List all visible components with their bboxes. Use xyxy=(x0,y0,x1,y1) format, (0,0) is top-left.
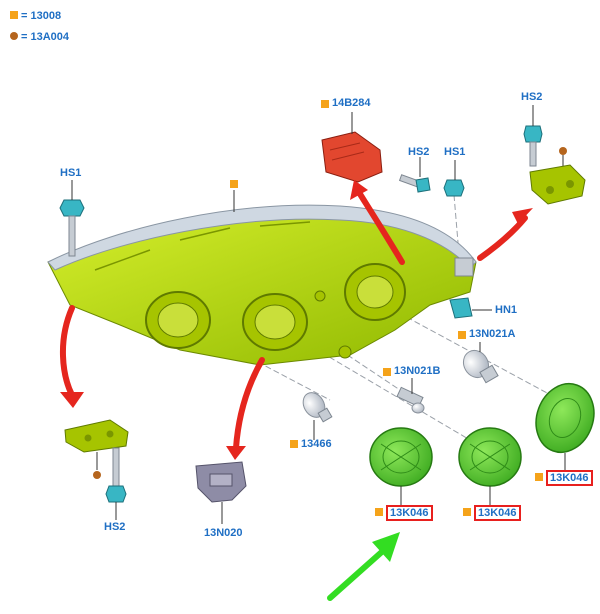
legend-13008: = 13008 xyxy=(10,10,61,22)
screw-hs1-left xyxy=(59,199,85,257)
label-13n021b: 13N021B xyxy=(394,365,441,377)
legend-square-marker xyxy=(10,11,18,19)
label-13k046-bottom-left: 13K046 xyxy=(386,505,433,521)
legend-13008-text: = 13008 xyxy=(21,10,62,22)
label-13n020: 13N020 xyxy=(204,527,243,539)
label-14b284: 14B284 xyxy=(332,97,371,109)
marker-13k046-right xyxy=(535,473,543,481)
label-13466: 13466 xyxy=(301,438,332,450)
label-hs2-top-right: HS2 xyxy=(521,91,543,103)
bulb-13466 xyxy=(302,392,333,423)
legend-13a004: = 13A004 xyxy=(10,31,69,43)
red-arrow-heads xyxy=(60,180,533,460)
bracket-left-marker-circle xyxy=(93,471,101,479)
bracket-marker-circle xyxy=(559,147,567,155)
motor-marker-square xyxy=(321,100,329,108)
marker-13k046-bottom-mid xyxy=(463,508,471,516)
label-hs2-bottom-left: HS2 xyxy=(104,521,126,533)
bulb-13466-marker xyxy=(290,440,298,448)
screw-hs2-top-right xyxy=(523,125,543,167)
bulb-13n021a-marker xyxy=(458,331,466,339)
label-13k046-right: 13K046 xyxy=(546,470,593,486)
label-13n021a: 13N021A xyxy=(469,328,516,340)
label-hs1-mid: HS1 xyxy=(444,146,466,158)
bulb-13n021b-marker xyxy=(383,368,391,376)
screw-hs2-top-mid xyxy=(398,174,431,193)
bulb-13n021a xyxy=(462,349,499,384)
label-13k046-bottom-left-wrap: 13K046 xyxy=(375,505,433,521)
marker-13k046-bottom-left xyxy=(375,508,383,516)
headlamp-housing xyxy=(47,204,477,366)
cap-13k046-bottom-mid xyxy=(458,427,522,487)
leveling-motor xyxy=(321,131,383,183)
bulb-13n021b xyxy=(396,386,425,414)
bracket-top-right xyxy=(529,164,586,205)
label-13k046-right-wrap: 13K046 xyxy=(535,470,593,486)
nut-hn1 xyxy=(449,257,474,319)
label-hn1: HN1 xyxy=(495,304,518,316)
legend-13a004-text: = 13A004 xyxy=(21,31,70,43)
label-hs1-left: HS1 xyxy=(60,167,82,179)
label-13k046-bottom-mid: 13K046 xyxy=(474,505,521,521)
bracket-bottom-left xyxy=(64,419,129,453)
legend-circle-marker xyxy=(10,32,18,40)
label-hs2-top-mid: HS2 xyxy=(408,146,430,158)
green-arrow xyxy=(327,532,400,601)
label-13k046-bottom-mid-wrap: 13K046 xyxy=(463,505,521,521)
housing-marker-square xyxy=(230,180,238,188)
cap-13k046-bottom-left xyxy=(369,427,433,487)
red-arrows xyxy=(60,191,528,451)
socket-13n020 xyxy=(195,461,247,503)
screw-hs2-bottom-left xyxy=(105,447,127,503)
screw-hs1-mid xyxy=(443,179,465,197)
cap-13k046-right xyxy=(535,382,595,454)
